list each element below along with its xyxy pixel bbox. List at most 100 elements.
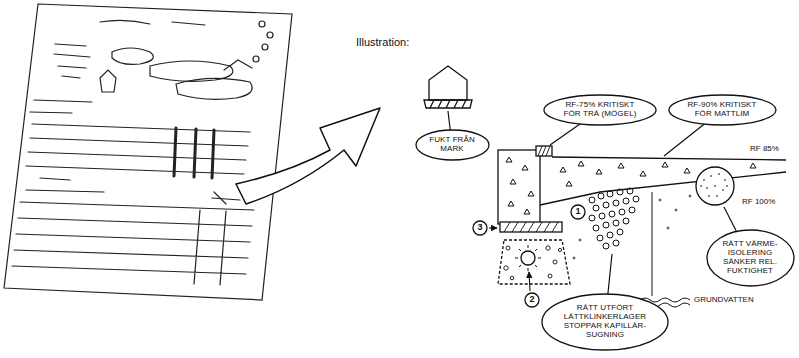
leader-line bbox=[529, 272, 530, 291]
clinker-ball bbox=[613, 200, 619, 206]
speech-bubble: RF-90% KRITISKT FÖR MATTLIM bbox=[668, 94, 777, 126]
concrete-aggregate bbox=[506, 157, 534, 214]
callout-text: RÄTT VÄRME-ISOLERING SÄNKER REL. FUKTIGH… bbox=[721, 240, 779, 275]
clinker-ball bbox=[627, 188, 633, 194]
callout-text: 2 bbox=[528, 295, 536, 305]
callout-text: 3 bbox=[476, 223, 484, 233]
drain-rays bbox=[515, 245, 541, 271]
callout-text: 1 bbox=[574, 207, 582, 217]
form-scribble bbox=[100, 20, 205, 25]
bubble-outline bbox=[707, 230, 794, 286]
pebble bbox=[546, 246, 550, 250]
form-sheet bbox=[4, 4, 292, 300]
insulation bbox=[696, 167, 734, 205]
humidity-label: RF 100% bbox=[742, 198, 775, 207]
callout-text: RF-75% KRITISKT FÖR TRÄ (MÖGEL) bbox=[563, 101, 638, 119]
callout-tail bbox=[448, 110, 750, 322]
soil-dot bbox=[667, 227, 669, 229]
insulation-texture bbox=[700, 174, 728, 196]
clinker-ball bbox=[623, 218, 629, 224]
clinker-ball bbox=[603, 202, 609, 208]
callout-text: FUKT FRÅN MARK bbox=[428, 136, 476, 154]
pebble bbox=[510, 276, 514, 280]
clinker-ball bbox=[633, 196, 639, 202]
clinker-ball bbox=[609, 211, 615, 217]
clinker-ball bbox=[598, 193, 604, 199]
form-table bbox=[12, 202, 254, 285]
foundation-wall bbox=[498, 150, 540, 224]
speech-bubble: RF-75% KRITISKT FÖR TRÄ (MÖGEL) bbox=[543, 94, 657, 126]
soil-speckle bbox=[573, 195, 691, 259]
pebble bbox=[506, 246, 510, 250]
clinker-ball bbox=[619, 209, 625, 215]
clinker-ball bbox=[593, 205, 599, 211]
clinker-ball bbox=[593, 225, 599, 231]
bubble-outline bbox=[416, 130, 489, 160]
clinker-ball bbox=[589, 215, 595, 221]
clinker-ball bbox=[623, 198, 629, 204]
drain-bed bbox=[498, 240, 570, 284]
groundwater-rise bbox=[652, 192, 653, 296]
form-scribble bbox=[26, 124, 250, 174]
clinker-ball bbox=[603, 222, 609, 228]
bubble-outline bbox=[669, 95, 776, 125]
callout-text: RF-90% KRITISKT FÖR MATTLIM bbox=[686, 101, 758, 119]
bubble-outline bbox=[473, 221, 487, 235]
soil-dot bbox=[579, 239, 581, 241]
form-scribble bbox=[112, 48, 153, 64]
form-scribble bbox=[54, 44, 90, 78]
bubble-outline bbox=[571, 205, 585, 219]
leader-line bbox=[489, 227, 497, 228]
soil-dot bbox=[675, 209, 677, 211]
clinker-ball bbox=[607, 191, 613, 197]
pebble bbox=[558, 248, 561, 251]
drain-pipe bbox=[521, 251, 535, 265]
form-dot bbox=[262, 44, 268, 50]
bubble-outline bbox=[544, 95, 656, 125]
callout-number: 3 bbox=[472, 220, 488, 236]
callout-number: 2 bbox=[524, 292, 540, 308]
clinker-ball bbox=[617, 189, 623, 195]
gravel bbox=[504, 246, 562, 280]
form-scribble bbox=[176, 60, 252, 99]
clinker-ball bbox=[597, 235, 603, 241]
lightweight-clinker bbox=[589, 188, 639, 249]
report-form bbox=[4, 4, 292, 300]
pebble bbox=[504, 266, 508, 270]
house-icon bbox=[424, 66, 472, 108]
soil-dot bbox=[689, 195, 691, 197]
pointer-arrow bbox=[236, 108, 380, 204]
footing bbox=[500, 222, 562, 232]
slab-top bbox=[552, 157, 786, 160]
callout-number: 1 bbox=[570, 204, 586, 220]
speech-bubble: RÄTT UTFÖRT LÄTTKLINKERLAGER STOPPAR KAP… bbox=[541, 293, 669, 351]
speech-bubble: FUKT FRÅN MARK bbox=[415, 129, 490, 161]
soil-dot bbox=[573, 257, 575, 259]
house-base bbox=[424, 100, 472, 108]
clinker-ball bbox=[613, 220, 619, 226]
form-scribble bbox=[30, 100, 92, 113]
form-scribble bbox=[174, 128, 214, 178]
insulation-detail bbox=[696, 167, 734, 205]
form-dot bbox=[253, 56, 259, 62]
wood-hatch bbox=[538, 146, 550, 156]
form-scribble bbox=[26, 178, 104, 192]
water-label: GRUNDVATTEN bbox=[694, 296, 754, 305]
speech-bubble: RÄTT VÄRME-ISOLERING SÄNKER REL. FUKTIGH… bbox=[706, 229, 795, 287]
clinker-ball bbox=[599, 213, 605, 219]
callout-text: RÄTT UTFÖRT LÄTTKLINKERLAGER STOPPAR KAP… bbox=[563, 304, 648, 339]
footing-hatch bbox=[504, 222, 558, 232]
bubble-outline bbox=[542, 294, 668, 350]
wood-sill bbox=[536, 146, 552, 156]
drain-pipe bbox=[515, 245, 541, 271]
bubble-outline bbox=[525, 293, 539, 307]
pebble bbox=[553, 260, 557, 264]
clinker-ball bbox=[607, 232, 613, 238]
pebble bbox=[548, 274, 552, 278]
heading-label: Illustration: bbox=[356, 36, 409, 48]
clinker-ball bbox=[629, 207, 635, 213]
clinker-ball bbox=[617, 229, 623, 235]
